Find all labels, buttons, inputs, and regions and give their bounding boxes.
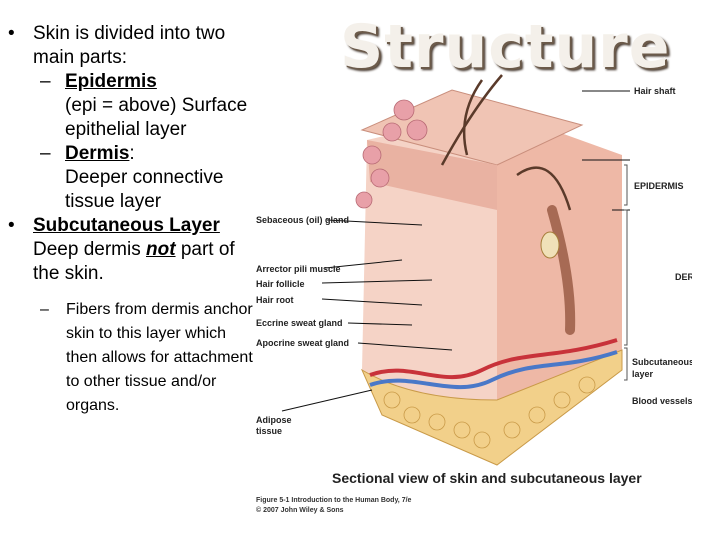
fibers-description: Fibers from dermis anchor skin to this l… xyxy=(66,301,253,414)
skin-structure-figure: Hair shaft EPIDERMIS DERMIS Subcutaneous… xyxy=(256,74,692,514)
label-epidermis: EPIDERMIS xyxy=(634,181,684,191)
papillae xyxy=(355,99,428,209)
dash: – xyxy=(40,71,51,92)
bullet-text: Skin is divided into two main parts: xyxy=(33,23,226,68)
label-adipose-2: tissue xyxy=(256,426,282,436)
label-eccrine-gland: Eccrine sweat gland xyxy=(256,318,343,328)
figure-caption: Sectional view of skin and subcutaneous … xyxy=(332,470,642,486)
label-dermis: DERMIS xyxy=(675,272,692,282)
epidermis-layer xyxy=(367,140,497,210)
colon: : xyxy=(129,143,135,164)
sebaceous-gland-shape xyxy=(540,231,560,259)
bullet-subcutaneous: • Subcutaneous Layer Deep dermis not par… xyxy=(8,214,258,286)
epidermis-top xyxy=(360,89,584,166)
label-hair-shaft: Hair shaft xyxy=(634,86,676,96)
subcutaneous-text-post: part of the skin. xyxy=(33,239,235,284)
label-blood-vessels: Blood vessels: xyxy=(632,396,692,406)
epidermis-description: (epi = above) Surface epithelial layer xyxy=(65,95,248,140)
figure-credit-1: Figure 5-1 Introduction to the Human Bod… xyxy=(256,497,412,504)
blood-vessel-blue xyxy=(369,350,618,390)
label-subcutaneous-1: Subcutaneous xyxy=(632,357,692,367)
label-sebaceous-gland: Sebaceous (oil) gland xyxy=(256,215,349,225)
adipose-cells xyxy=(383,376,596,449)
label-adipose-1: Adipose xyxy=(256,415,292,425)
text-bullets: • Skin is divided into two main parts: –… xyxy=(8,22,258,418)
label-hair-root: Hair root xyxy=(256,295,294,305)
sub-bullet-dermis: – Dermis: Deeper connective tissue layer xyxy=(8,142,258,214)
dash: – xyxy=(40,143,51,164)
label-subcutaneous-2: layer xyxy=(632,369,654,379)
leader-lines xyxy=(281,90,630,412)
blood-vessel-red xyxy=(369,338,618,380)
dermis-description: Deeper connective tissue layer xyxy=(65,167,224,212)
subcutaneous-text-pre: Deep dermis xyxy=(33,239,146,260)
hair-shafts xyxy=(440,74,572,211)
label-apocrine-gland: Apocrine sweat gland xyxy=(256,338,349,348)
label-hair-follicle: Hair follicle xyxy=(256,279,305,289)
bullet-skin-parts: • Skin is divided into two main parts: xyxy=(8,22,258,70)
label-arrector-pili: Arrector pili muscle xyxy=(256,264,341,274)
term-epidermis: Epidermis xyxy=(65,71,157,92)
term-dermis: Dermis xyxy=(65,143,130,164)
bullet-dot: • xyxy=(8,23,15,44)
sub-bullet-epidermis: – Epidermis (epi = above) Surface epithe… xyxy=(8,70,258,142)
emphasis-not: not xyxy=(146,239,176,260)
figure-credit-2: © 2007 John Wiley & Sons xyxy=(256,506,344,514)
slide-title: Structure xyxy=(340,12,671,82)
brackets xyxy=(624,164,628,381)
adipose-tissue xyxy=(360,349,623,466)
bullet-dot: • xyxy=(8,215,15,236)
dash: – xyxy=(40,301,49,318)
hair-follicle xyxy=(547,205,576,335)
term-subcutaneous: Subcutaneous Layer xyxy=(33,215,220,236)
sub-bullet-fibers: – Fibers from dermis anchor skin to this… xyxy=(8,298,258,418)
